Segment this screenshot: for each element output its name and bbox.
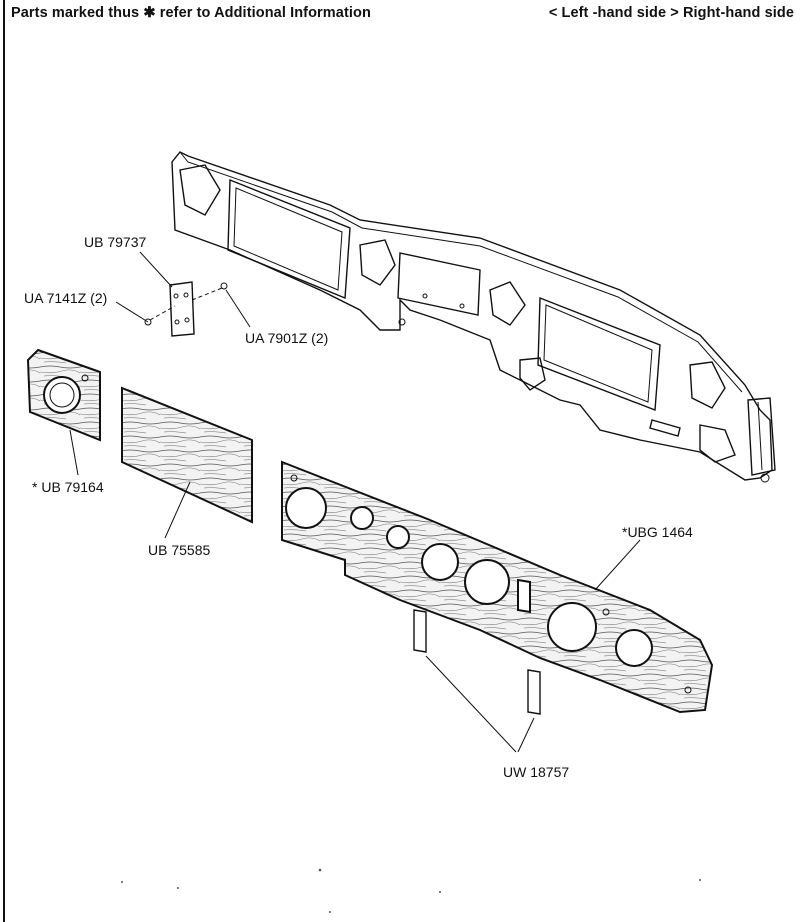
label-uw18757: UW 18757 [503, 764, 570, 780]
side-legend: < Left -hand side > Right-hand side [548, 5, 794, 21]
scan-specks [121, 868, 701, 913]
label-ub75585: UB 75585 [148, 542, 211, 558]
frame-opening-left [227, 178, 351, 300]
additional-info-note: Parts marked thus ✱ refer to Additional … [11, 5, 371, 21]
label-ubg1464: *UBG 1464 [622, 524, 693, 540]
trim-panel [121, 386, 253, 524]
frame-opening-right [537, 296, 661, 411]
dashboard-frame [171, 151, 776, 483]
bracket-plate [144, 281, 228, 337]
left-gauge-surround [26, 348, 101, 442]
veneer-facia [281, 460, 714, 714]
page-left-border [3, 0, 5, 922]
clips [413, 609, 541, 715]
label-ub79737: UB 79737 [84, 234, 147, 250]
frame-opening-center [397, 252, 481, 316]
label-ua7141z: UA 7141Z (2) [24, 290, 108, 306]
leader-lines [69, 251, 641, 753]
label-ub79164: * UB 79164 [32, 479, 104, 495]
label-ua7901z: UA 7901Z (2) [245, 330, 329, 346]
